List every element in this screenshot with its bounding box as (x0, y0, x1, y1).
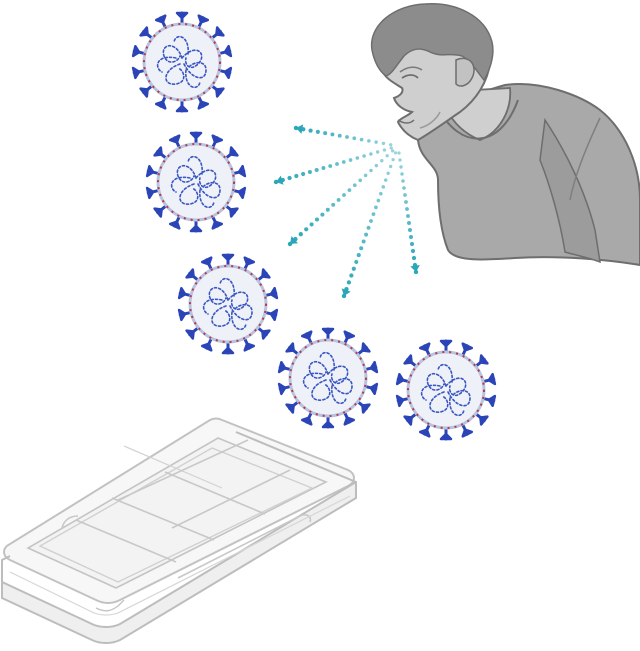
droplet (390, 149, 395, 153)
virus-icon (179, 255, 277, 353)
droplet (381, 141, 386, 146)
virus-icon (133, 13, 231, 111)
droplet (393, 151, 398, 155)
droplet (341, 160, 346, 164)
droplet (355, 156, 360, 160)
droplet (380, 159, 384, 163)
droplet (375, 150, 380, 154)
multiwell-plate-icon (1, 417, 357, 644)
droplet (330, 132, 335, 137)
virus-icon (279, 329, 377, 427)
droplet (358, 178, 363, 183)
droplet (361, 239, 366, 244)
droplet (399, 165, 403, 169)
droplet (298, 232, 303, 237)
droplet (308, 128, 313, 133)
droplet (386, 171, 390, 175)
droplet (408, 228, 412, 232)
person-icon (370, 3, 640, 267)
droplet (382, 148, 387, 152)
droplet (323, 131, 328, 136)
droplet (389, 143, 393, 147)
droplet (367, 139, 371, 143)
droplet (342, 193, 346, 197)
droplet (331, 202, 336, 207)
droplet (379, 191, 383, 196)
droplet (404, 200, 408, 204)
droplet (348, 158, 353, 162)
droplet (307, 169, 312, 175)
droplet (362, 154, 366, 158)
droplet (346, 280, 352, 285)
droplet (304, 227, 309, 232)
droplet (389, 146, 393, 150)
arrowhead-icon (341, 288, 351, 296)
droplet (352, 136, 357, 141)
droplet (385, 154, 389, 158)
droplet (366, 225, 371, 230)
droplet (408, 234, 414, 240)
droplet (325, 207, 330, 212)
droplet (397, 151, 401, 155)
droplet (351, 266, 356, 271)
droplet (356, 253, 361, 258)
droplet (369, 152, 373, 156)
droplet (352, 183, 357, 188)
droplet (374, 163, 379, 168)
droplet (359, 246, 364, 251)
droplet (407, 221, 411, 225)
droplet (400, 172, 404, 176)
arrowhead-icon (296, 124, 304, 134)
arrowhead-icon (290, 236, 298, 244)
droplet (391, 157, 395, 162)
droplet (405, 207, 409, 211)
droplet (287, 175, 292, 181)
droplet (354, 259, 359, 264)
droplet (401, 179, 405, 183)
virus-icon (397, 341, 495, 439)
droplet (320, 212, 325, 217)
droplet (369, 168, 373, 173)
droplet (406, 214, 410, 218)
droplet (335, 162, 339, 166)
arrowhead-icon (410, 264, 420, 272)
droplet (328, 164, 333, 168)
droplet (345, 135, 349, 139)
droplet (294, 173, 299, 179)
droplet (336, 197, 341, 202)
droplet (363, 173, 368, 178)
droplet (315, 129, 320, 134)
droplet (349, 273, 354, 278)
droplet (398, 158, 402, 162)
droplet (369, 219, 373, 223)
droplet (321, 166, 326, 170)
droplet (374, 205, 378, 210)
droplet (347, 188, 352, 192)
droplet (410, 248, 416, 254)
droplet (314, 217, 320, 222)
droplet (314, 168, 319, 172)
droplet (337, 133, 342, 138)
virus-icon (147, 133, 245, 231)
droplet (402, 186, 406, 190)
droplet (359, 137, 364, 142)
droplet (409, 241, 415, 247)
droplet (381, 185, 386, 189)
droplet (301, 171, 306, 177)
droplet (411, 255, 417, 261)
droplet (374, 140, 378, 144)
droplet (376, 198, 381, 203)
droplet (364, 232, 369, 237)
droplet (403, 193, 407, 197)
droplet-spray-icon (273, 124, 420, 299)
droplet (388, 164, 393, 169)
droplet (309, 222, 314, 227)
arrowhead-icon (276, 175, 284, 185)
droplet (383, 178, 388, 182)
droplet (371, 212, 376, 217)
